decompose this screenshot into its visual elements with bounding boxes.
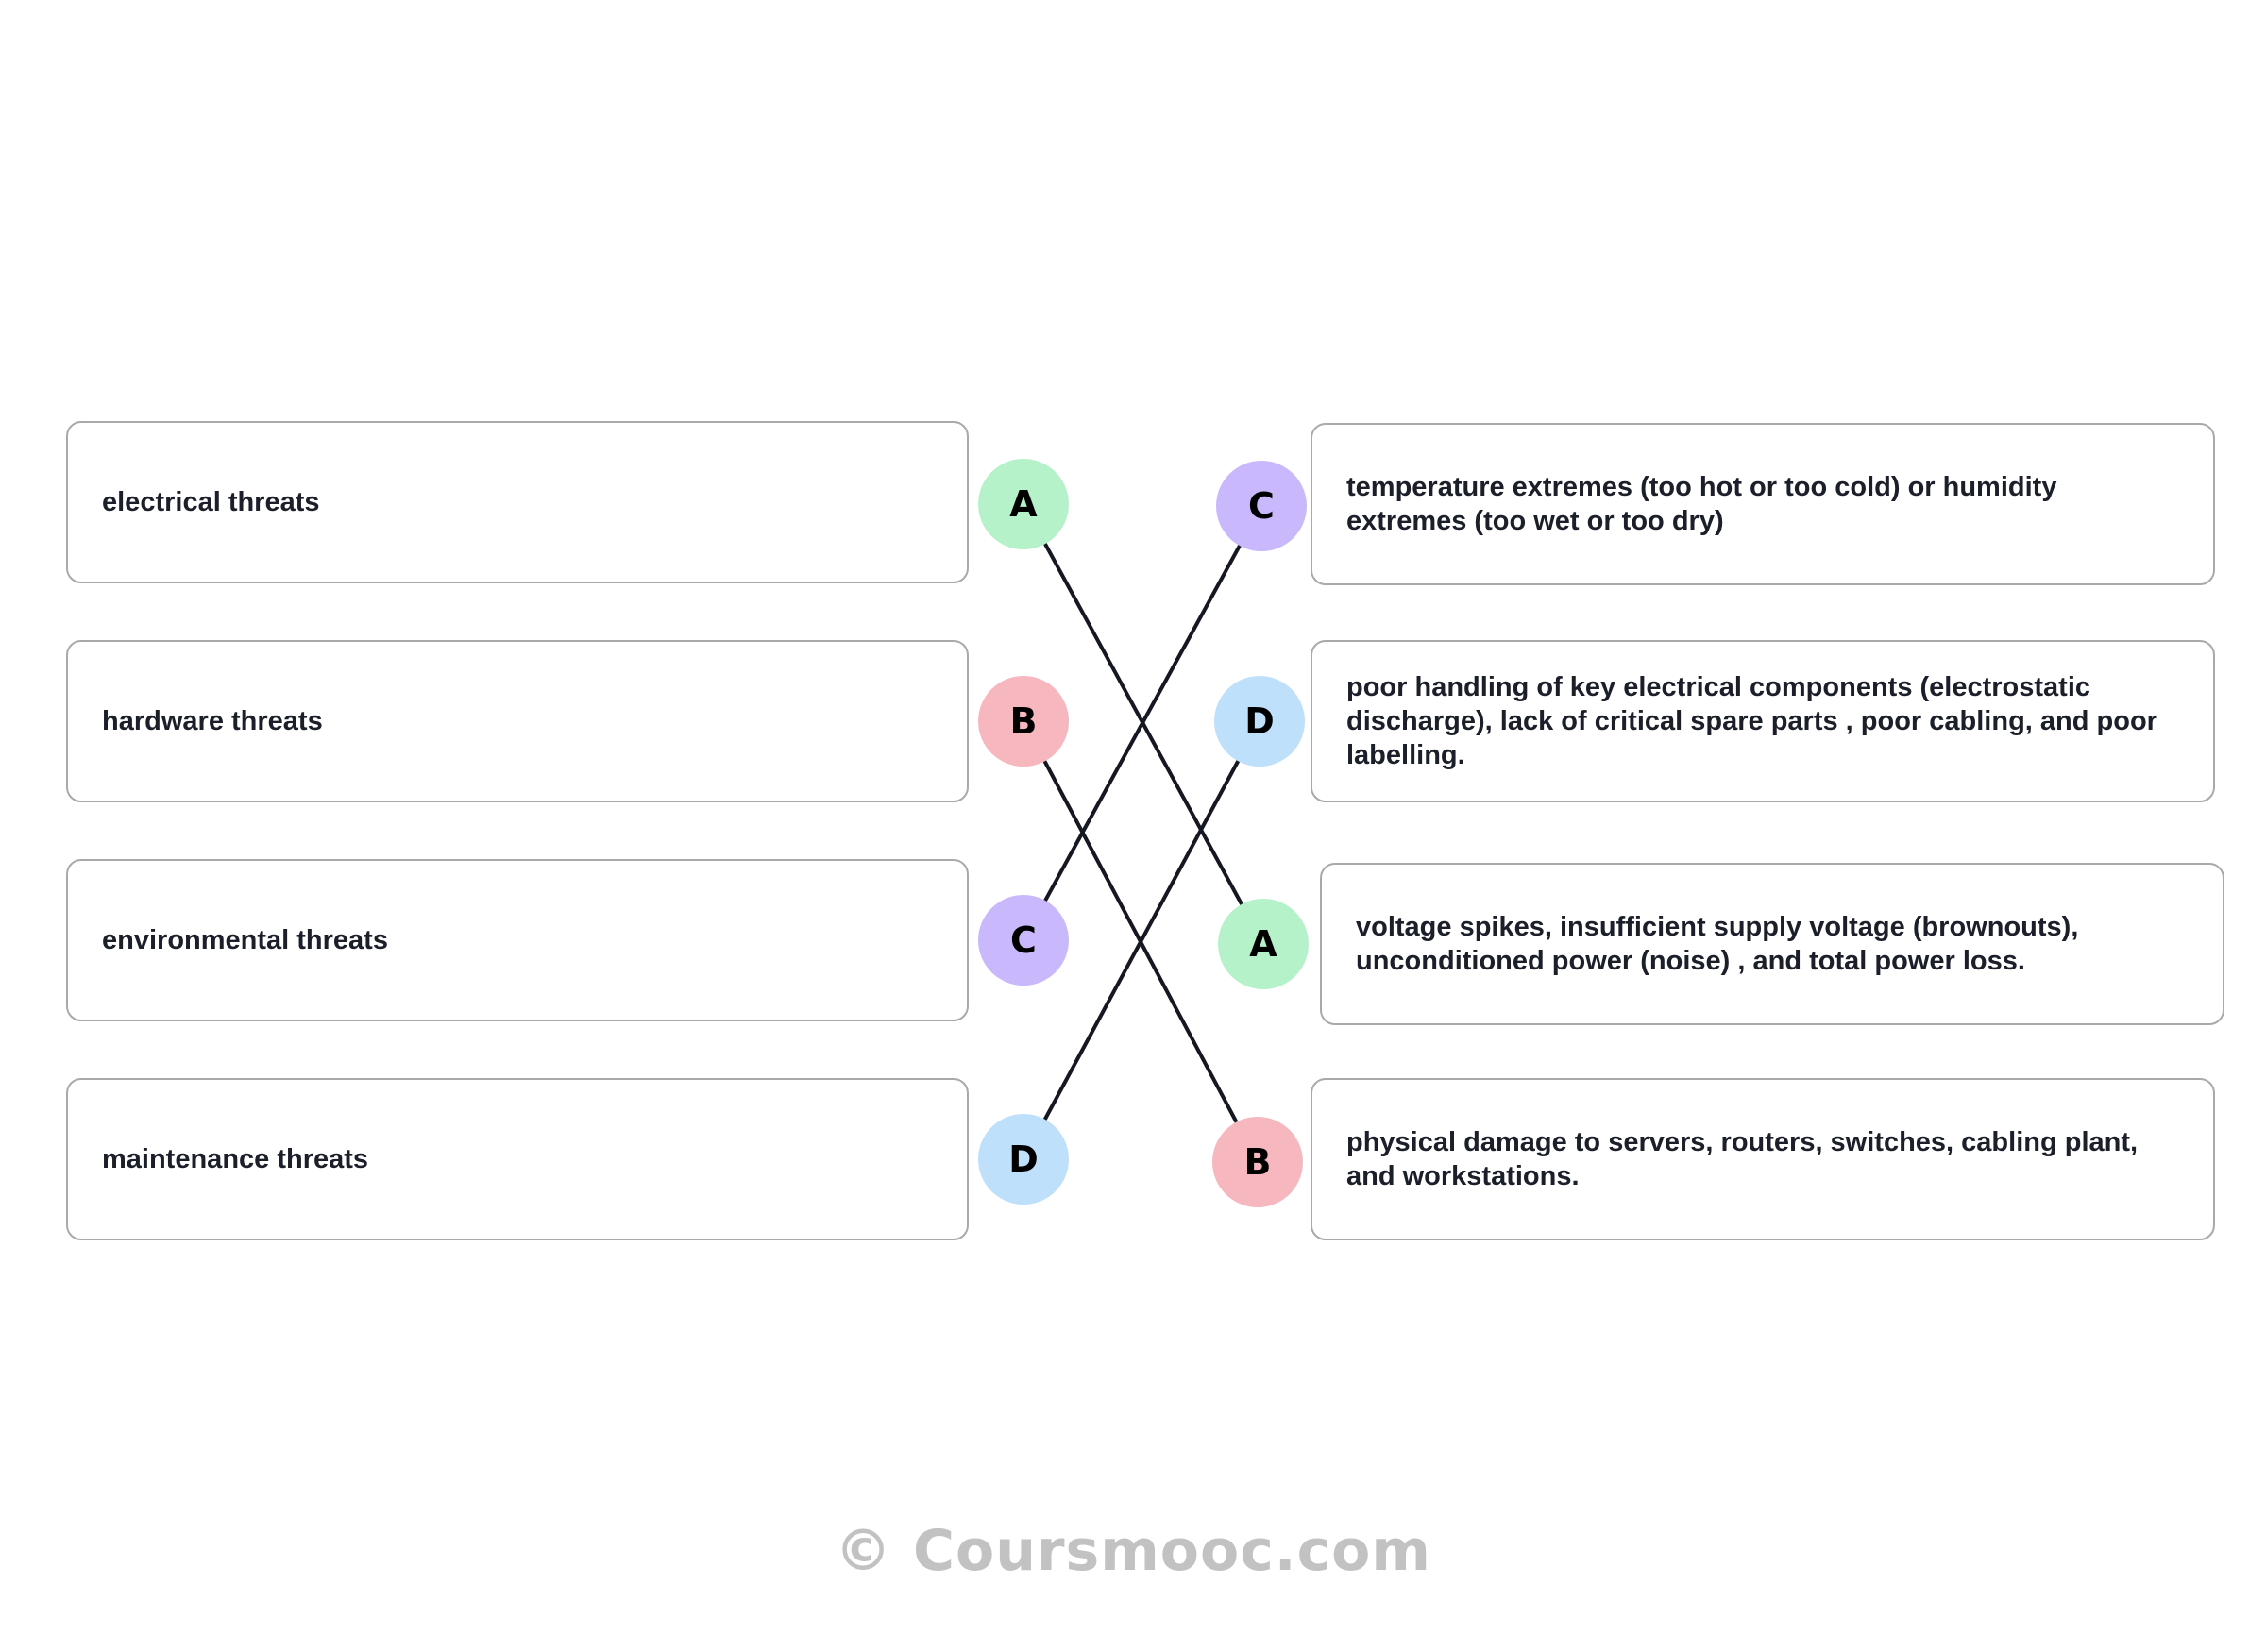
right-badge-a[interactable]: A xyxy=(1218,899,1309,989)
left-badge-a[interactable]: A xyxy=(978,459,1069,549)
right-card-physical-damage[interactable]: physical damage to servers, routers, swi… xyxy=(1311,1078,2215,1240)
right-badge-b[interactable]: B xyxy=(1212,1117,1303,1207)
right-card-temperature[interactable]: temperature extremes (too hot or too col… xyxy=(1311,423,2215,585)
left-card-hardware[interactable]: hardware threats xyxy=(66,640,969,802)
connector-line-b xyxy=(1042,759,1239,1124)
connector-line-c xyxy=(1043,544,1242,902)
badge-letter: C xyxy=(1248,485,1275,527)
left-badge-c[interactable]: C xyxy=(978,895,1069,986)
watermark: © Coursmooc.com xyxy=(835,1518,1431,1584)
badge-letter: B xyxy=(1009,700,1038,742)
connector-line-a xyxy=(1042,542,1244,906)
left-card-label: hardware threats xyxy=(102,706,323,736)
left-card-label: environmental threats xyxy=(102,925,388,955)
right-badge-c[interactable]: C xyxy=(1216,461,1307,551)
left-card-environmental[interactable]: environmental threats xyxy=(66,859,969,1021)
connector-line-d xyxy=(1042,759,1241,1121)
left-card-electrical[interactable]: electrical threats xyxy=(66,421,969,583)
left-card-label: electrical threats xyxy=(102,487,320,517)
right-card-label: temperature extremes (too hot or too col… xyxy=(1346,472,2057,536)
badge-letter: B xyxy=(1243,1141,1272,1183)
right-card-voltage[interactable]: voltage spikes, insufficient supply volt… xyxy=(1320,863,2224,1025)
left-card-maintenance[interactable]: maintenance threats xyxy=(66,1078,969,1240)
left-badge-d[interactable]: D xyxy=(978,1114,1069,1205)
left-card-label: maintenance threats xyxy=(102,1144,369,1174)
right-card-label: physical damage to servers, routers, swi… xyxy=(1346,1127,2139,1191)
badge-letter: A xyxy=(1249,923,1277,965)
right-card-label: voltage spikes, insufficient supply volt… xyxy=(1356,912,2079,976)
badge-letter: D xyxy=(1008,1138,1039,1180)
right-card-poor-handling[interactable]: poor handling of key electrical componen… xyxy=(1311,640,2215,802)
right-badge-d[interactable]: D xyxy=(1214,676,1305,767)
right-card-label: poor handling of key electrical componen… xyxy=(1346,672,2157,770)
badge-letter: D xyxy=(1244,700,1275,742)
left-badge-b[interactable]: B xyxy=(978,676,1069,767)
badge-letter: C xyxy=(1010,919,1037,961)
badge-letter: A xyxy=(1009,483,1038,525)
